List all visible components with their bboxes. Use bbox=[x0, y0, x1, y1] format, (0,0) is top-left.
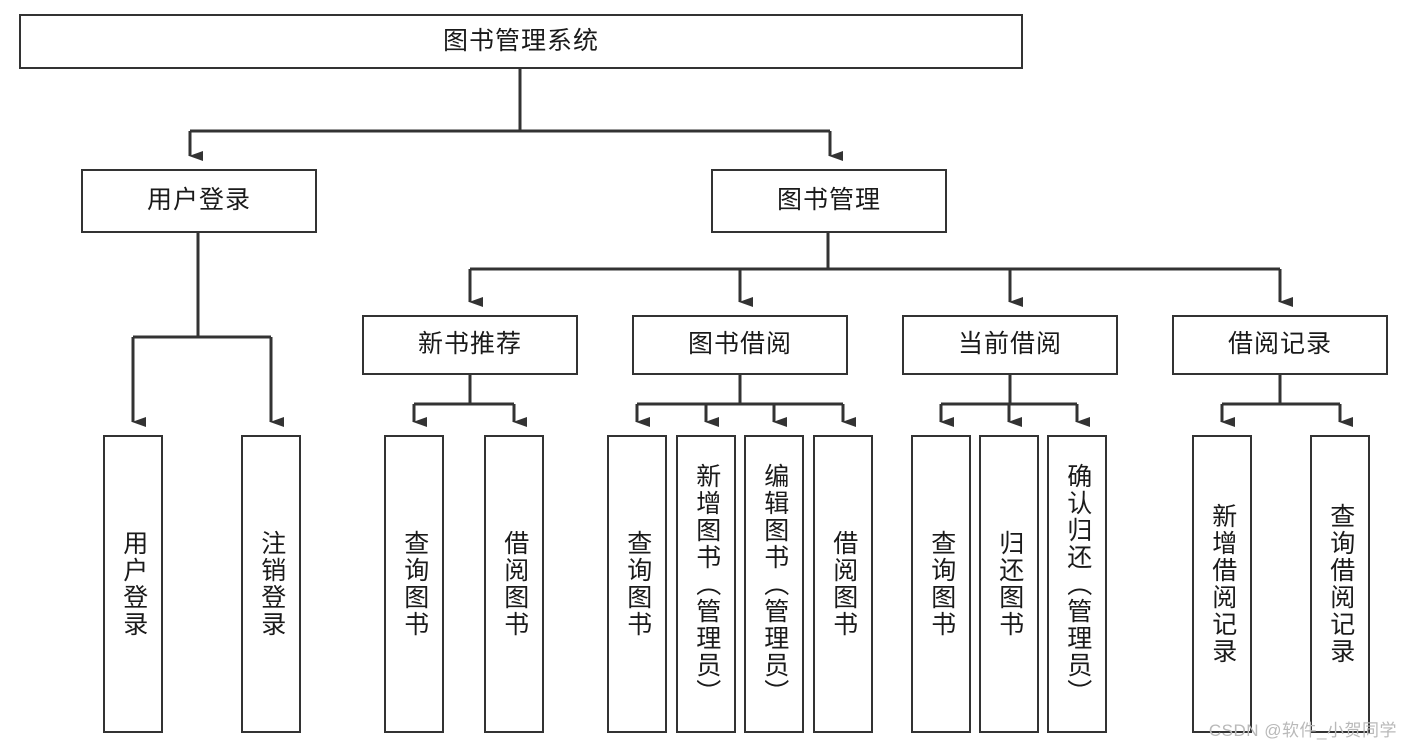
node-leaf-add-borrow-record-label: 新增借阅记录 bbox=[1208, 503, 1237, 665]
node-current-borrow-label: 当前借阅 bbox=[957, 330, 1062, 359]
node-leaf-add-book-admin[interactable]: 新增图书（管理员） bbox=[676, 435, 736, 733]
node-book-borrow-label: 图书借阅 bbox=[687, 330, 792, 359]
node-leaf-add-borrow-record[interactable]: 新增借阅记录 bbox=[1192, 435, 1252, 733]
node-leaf-return-book-label: 归还图书 bbox=[995, 530, 1024, 638]
node-leaf-add-book-admin-label: 新增图书（管理员） bbox=[692, 462, 721, 706]
node-leaf-borrow-book-1-label: 借阅图书 bbox=[500, 530, 529, 638]
watermark: CSDN @软件_小贺同学 bbox=[1208, 721, 1397, 740]
node-user-login-label: 用户登录 bbox=[146, 186, 251, 215]
node-leaf-query-book-3-label: 查询图书 bbox=[927, 530, 956, 638]
node-book-management[interactable]: 图书管理 bbox=[711, 169, 947, 233]
node-root-label: 图书管理系统 bbox=[442, 26, 599, 55]
node-leaf-return-book[interactable]: 归还图书 bbox=[979, 435, 1039, 733]
node-leaf-confirm-return-admin-label: 确认归还（管理员） bbox=[1063, 462, 1092, 706]
node-leaf-query-borrow-record[interactable]: 查询借阅记录 bbox=[1310, 435, 1370, 733]
node-leaf-query-book-1[interactable]: 查询图书 bbox=[384, 435, 444, 733]
node-new-book-recommend[interactable]: 新书推荐 bbox=[362, 315, 578, 375]
node-current-borrow[interactable]: 当前借阅 bbox=[902, 315, 1118, 375]
node-leaf-logout-login-label: 注销登录 bbox=[257, 530, 286, 638]
node-leaf-logout-login[interactable]: 注销登录 bbox=[241, 435, 301, 733]
node-leaf-query-book-2[interactable]: 查询图书 bbox=[607, 435, 667, 733]
node-leaf-query-book-3[interactable]: 查询图书 bbox=[911, 435, 971, 733]
node-leaf-query-book-2-label: 查询图书 bbox=[623, 530, 652, 638]
node-leaf-user-login[interactable]: 用户登录 bbox=[103, 435, 163, 733]
node-leaf-query-borrow-record-label: 查询借阅记录 bbox=[1326, 503, 1355, 665]
node-leaf-borrow-book-1[interactable]: 借阅图书 bbox=[484, 435, 544, 733]
node-leaf-query-book-1-label: 查询图书 bbox=[400, 530, 429, 638]
node-book-management-label: 图书管理 bbox=[776, 186, 881, 215]
node-borrow-record[interactable]: 借阅记录 bbox=[1172, 315, 1388, 375]
node-leaf-user-login-label: 用户登录 bbox=[119, 530, 148, 638]
node-leaf-edit-book-admin[interactable]: 编辑图书（管理员） bbox=[744, 435, 804, 733]
node-user-login[interactable]: 用户登录 bbox=[81, 169, 317, 233]
node-root[interactable]: 图书管理系统 bbox=[19, 14, 1023, 69]
node-leaf-borrow-book-2[interactable]: 借阅图书 bbox=[813, 435, 873, 733]
node-leaf-edit-book-admin-label: 编辑图书（管理员） bbox=[760, 462, 789, 706]
node-borrow-record-label: 借阅记录 bbox=[1227, 330, 1332, 359]
node-leaf-borrow-book-2-label: 借阅图书 bbox=[829, 530, 858, 638]
node-book-borrow[interactable]: 图书借阅 bbox=[632, 315, 848, 375]
node-new-book-recommend-label: 新书推荐 bbox=[417, 330, 522, 359]
node-leaf-confirm-return-admin[interactable]: 确认归还（管理员） bbox=[1047, 435, 1107, 733]
